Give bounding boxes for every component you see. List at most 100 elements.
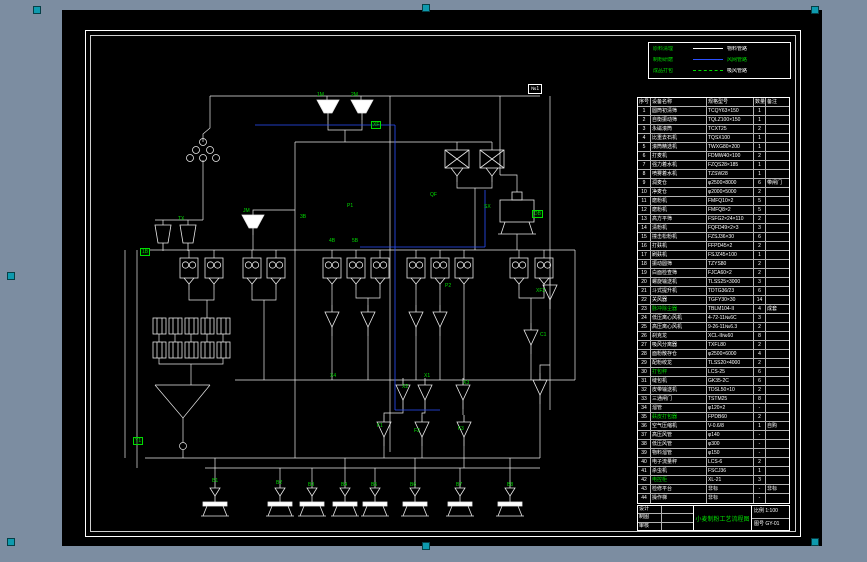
table-cell: 18 xyxy=(638,260,651,268)
table-cell xyxy=(766,251,789,259)
table-cell: FPDB60 xyxy=(707,413,754,421)
table-cell xyxy=(766,242,789,250)
air-duct-lines xyxy=(255,124,486,411)
table-cell: 2 xyxy=(754,341,766,349)
cyclone-symbol xyxy=(376,414,392,447)
table-cell: 缝包机 xyxy=(651,377,707,385)
table-cell xyxy=(766,233,789,241)
table-cell: 9-26-11№6.3 xyxy=(707,323,754,331)
table-cell: 1 xyxy=(754,116,766,124)
table-cell: 净麦仓 xyxy=(651,188,707,196)
table-cell: 2 xyxy=(754,215,766,223)
roller-mill-symbol xyxy=(179,257,199,291)
legend-label: 风网管路 xyxy=(727,56,748,63)
hopper-symbol xyxy=(316,99,340,121)
cyclone-symbol xyxy=(395,377,411,410)
table-cell: FDMW40×100 xyxy=(707,152,754,160)
table-cell: 杀虫机 xyxy=(651,467,707,475)
table-cell xyxy=(766,395,789,403)
drawing-title: 小麦制粉工艺流程图 xyxy=(694,506,752,530)
table-cell xyxy=(766,197,789,205)
table-cell: FZQS28×185 xyxy=(707,161,754,169)
table-cell: 42 xyxy=(638,476,651,484)
roller-mill-symbol xyxy=(430,257,450,291)
table-cell xyxy=(766,314,789,322)
legend-label: 物料管路 xyxy=(727,45,748,52)
table-cell: 3 xyxy=(638,125,651,133)
table-cell: 非标 xyxy=(767,486,778,492)
table-cell: TBLM104-II xyxy=(707,305,754,313)
table-cell: 电子流量秤 xyxy=(651,458,707,466)
table-cell xyxy=(766,377,789,385)
table-cell: 3 xyxy=(754,476,766,484)
title-block: 设计 制图 审核 小麦制粉工艺流程图 比例 1:100 图号 GY-01 xyxy=(637,505,790,531)
table-cell xyxy=(766,341,789,349)
sifter-symbol xyxy=(444,149,470,183)
table-cell xyxy=(766,386,789,394)
table-cell: TQSX100 xyxy=(707,134,754,142)
table-cell xyxy=(766,107,789,115)
table-cell: 撞击松粉机 xyxy=(651,233,707,241)
table-cell: 永磁滚筒 xyxy=(651,125,707,133)
grip-handle[interactable] xyxy=(811,538,819,546)
plansifter-section xyxy=(184,341,199,359)
roller-mill-symbol xyxy=(454,257,474,291)
table-cell: 6 xyxy=(754,233,766,241)
table-cell: 螺旋输送机 xyxy=(651,278,707,286)
table-cell: 31 xyxy=(638,377,651,385)
table-cell xyxy=(766,125,789,133)
table-cell: 滚筒精选机 xyxy=(651,143,707,151)
table-cell: 7 xyxy=(638,161,651,169)
table-cell: 操作梯 xyxy=(651,494,707,503)
plansifter-section xyxy=(200,341,215,359)
title-field-value xyxy=(662,523,693,530)
table-cell: 40 xyxy=(638,458,651,466)
packer-symbol xyxy=(497,191,537,235)
table-cell: TZYS80 xyxy=(707,260,754,268)
table-cell: 检修平台 xyxy=(651,485,707,493)
table-cell: 1 xyxy=(754,161,766,169)
table-cell xyxy=(766,449,789,457)
cyclone-symbol xyxy=(360,304,376,337)
grip-handle[interactable] xyxy=(811,6,819,14)
table-cell: 6 xyxy=(754,368,766,376)
table-cell: - xyxy=(754,440,766,448)
plansifter-section xyxy=(200,317,215,335)
table-cell: 白面检查筛 xyxy=(651,269,707,277)
grip-handle[interactable] xyxy=(422,542,430,550)
grip-handle[interactable] xyxy=(422,4,430,12)
table-cell: 刹克龙 xyxy=(651,332,707,340)
grip-handle[interactable] xyxy=(33,6,41,14)
grip-handle[interactable] xyxy=(7,538,15,546)
table-cell: φ2500×8000 xyxy=(707,179,754,187)
table-cell xyxy=(766,260,789,268)
table-cell xyxy=(766,287,789,295)
table-cell: TDSL50×10 xyxy=(707,386,754,394)
table-cell: LCS-6 xyxy=(707,458,754,466)
table-cell: 磨粉机 xyxy=(651,197,707,205)
table-cell: - xyxy=(754,485,766,493)
table-cell: 17 xyxy=(638,251,651,259)
grip-handle[interactable] xyxy=(7,272,15,280)
table-cell: - xyxy=(754,449,766,457)
distributor-symbol xyxy=(186,138,220,162)
table-cell: 4-72-11№6C xyxy=(707,314,754,322)
table-cell: 29 xyxy=(638,359,651,367)
table-cell: 2 xyxy=(754,269,766,277)
table-cell: 33 xyxy=(638,395,651,403)
